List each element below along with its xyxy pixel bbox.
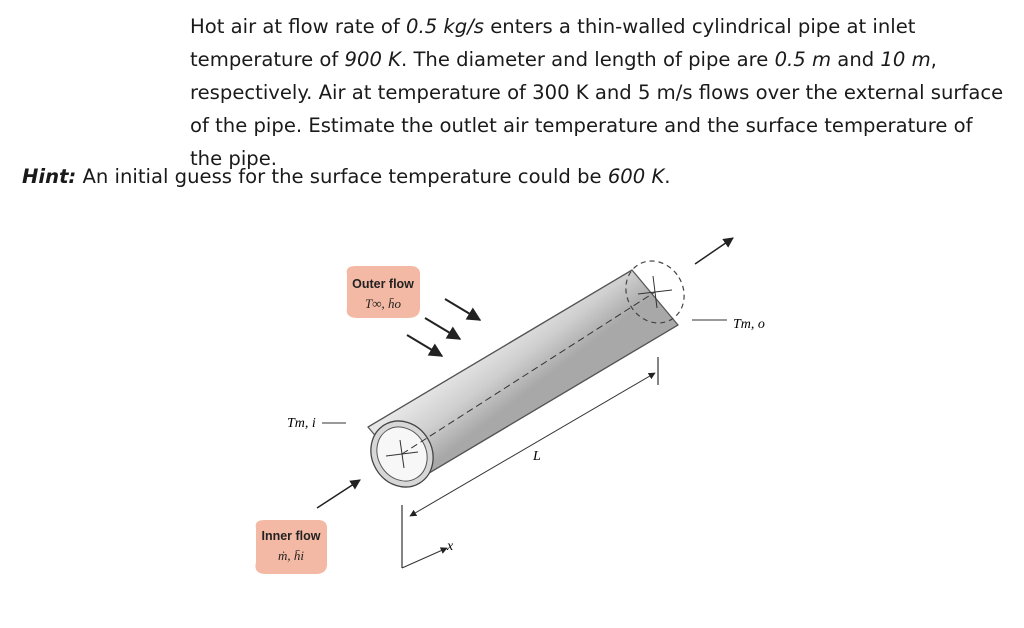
- pipe-diameter: 0.5 m: [774, 48, 832, 71]
- outer-flow-arrows: [406, 298, 482, 357]
- flow-rate: 0.5 kg/s: [406, 15, 484, 38]
- hint-text: An initial guess for the surface tempera…: [76, 165, 608, 188]
- pipe-body: [367, 260, 685, 488]
- hint-value: 600 K: [607, 165, 665, 188]
- x-axis-arrow: [401, 547, 448, 569]
- problem-text-4: and: [831, 48, 881, 71]
- inner-flow-title: Inner flow: [261, 529, 320, 543]
- problem-text-5: , respectively. Air at temperature of 30…: [190, 48, 1004, 170]
- length-label: L: [532, 449, 541, 464]
- hint: Hint: An initial guess for the surface t…: [22, 160, 671, 193]
- inner-flow-arrow: [316, 479, 361, 509]
- problem-text-1: Hot air at flow rate of: [190, 15, 407, 38]
- x-label: x: [446, 539, 454, 554]
- hint-label: Hint:: [22, 165, 77, 188]
- problem-text-3: . The diameter and length of pipe are: [401, 48, 775, 71]
- outer-flow-title: Outer flow: [352, 277, 414, 291]
- inlet-temp-label: Tm, i: [287, 416, 316, 431]
- inner-flow-label: Inner flow ṁ, h̄i: [255, 520, 328, 574]
- outer-flow-label: Outer flow T∞, h̄o: [346, 266, 421, 318]
- outer-flow-vars: T∞, h̄o: [365, 296, 401, 311]
- pipe-length: 10 m: [880, 48, 931, 71]
- inner-flow-vars: ṁ, h̄i: [278, 548, 304, 563]
- hint-end: .: [664, 165, 671, 188]
- problem-text-2: enters a thin-walled cylindrical pipe at…: [190, 15, 916, 71]
- problem-line: Hot air at flow rate of 0.5 kg/s enters …: [22, 10, 1007, 175]
- outlet-temp-label: Tm, o: [733, 317, 765, 332]
- inlet-temperature: 900 K: [344, 48, 401, 71]
- length-dimension: [401, 357, 659, 568]
- outlet-flow-arrow: [694, 237, 734, 265]
- problem-statement: Hot air at flow rate of 0.5 kg/s enters …: [22, 10, 1007, 175]
